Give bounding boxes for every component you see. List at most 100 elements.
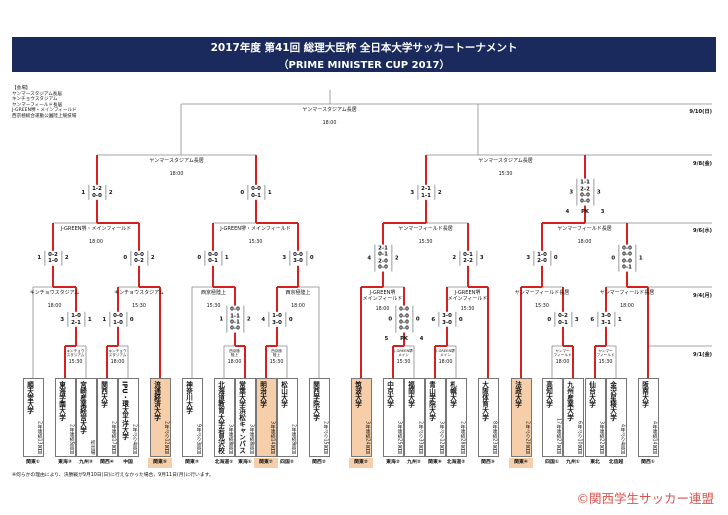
team-name: 流通経済大学 xyxy=(152,381,161,421)
venue-line: メインフィールド xyxy=(447,296,488,302)
match-time: 15:30 xyxy=(418,240,433,245)
team-region: 北信越 xyxy=(608,460,624,465)
team-name: 関西大学 xyxy=(99,381,108,408)
venue-line: スタジアム xyxy=(66,353,85,358)
match-time: 18:00 xyxy=(555,360,570,365)
half-score: 0-0 xyxy=(622,245,632,252)
score-right: 2 xyxy=(108,189,113,196)
team-record: 3年ぶり12回目 xyxy=(438,420,444,454)
team-name: 九州産業大学 xyxy=(565,381,574,421)
half-score: 0-1 xyxy=(463,251,473,258)
team-name: 青山学院大学 xyxy=(427,381,436,421)
match-venue: ヤンマーフィールド xyxy=(554,349,572,358)
team-region: 関西① xyxy=(641,460,655,465)
score-right: 0 xyxy=(288,316,293,323)
title-banner: 2017年度 第41回 総理大臣杯 全日本大学サッカートーナメント （PRIME… xyxy=(12,37,716,72)
match-venue: 西京極陸上 xyxy=(229,349,240,358)
team-record: 6年ぶり10回目 xyxy=(576,420,582,454)
venue-line: 陸上 xyxy=(272,353,281,358)
team-region: 関東② xyxy=(349,458,373,468)
half-score: 2-2 xyxy=(463,258,473,265)
team-name: 仙台大学 xyxy=(587,381,596,408)
venue-line: キンチョウ xyxy=(108,349,127,353)
score-right: 3 xyxy=(596,189,601,196)
half-score: 1-1 xyxy=(230,313,240,320)
score-left: 3 xyxy=(410,189,415,196)
team-record: 3年連続24回目 xyxy=(364,420,370,454)
venue-line: フィールド xyxy=(553,353,572,358)
half-score: 0-0 xyxy=(251,186,261,193)
venue-line: キンチョウ xyxy=(66,349,85,353)
match-venue: J-GREEN堺メインフィールド xyxy=(363,290,403,302)
match-time: 15:30 xyxy=(498,172,513,177)
venue-line: ヤンマースタジアム長居 xyxy=(302,107,357,113)
half-score: 3-0 xyxy=(272,319,282,326)
team-region: 東海③ xyxy=(58,460,72,465)
match-venue: ヤンマーフィールド xyxy=(597,349,615,358)
team-region: 九州③ xyxy=(79,460,93,465)
team-region: 九州② xyxy=(407,460,421,465)
venue-line: J-GREEN堺・メインフィールド xyxy=(220,226,291,232)
half-score: 0-0 xyxy=(230,325,240,332)
venue-line: 陸上 xyxy=(230,353,239,358)
venue-line: キンチョウスタジアム xyxy=(29,290,80,296)
venue-line: メイン xyxy=(398,353,409,358)
match-venue: J-GREEN堺メイン xyxy=(436,349,454,358)
half-score: 0-0 xyxy=(399,307,409,314)
venue-line: ヤンマーフィールド長居 xyxy=(557,226,612,232)
match-time: 18:00 xyxy=(291,304,305,309)
match-time: 15:30 xyxy=(206,304,221,309)
team-name: 関西学院大学 xyxy=(311,381,320,421)
score-right: 0 xyxy=(458,316,463,323)
match-venue: J-GREEN堺・メインフィールド xyxy=(220,226,290,232)
score-right: 1 xyxy=(87,316,92,323)
half-score: 0-0 xyxy=(378,264,388,271)
match-venue: ヤンマースタジアム長居 xyxy=(478,158,532,164)
half-score: 3-0 xyxy=(442,319,452,326)
half-score: 1-0 xyxy=(71,313,81,320)
half-score: 0-0 xyxy=(92,192,102,199)
match-venue: ヤンマースタジアム長居 xyxy=(302,107,356,113)
team-record: 2年ぶり12回目 xyxy=(163,420,169,454)
venue-line: ヤンマーフィールド長居 xyxy=(398,226,453,232)
date-final: 9/10(日) xyxy=(689,109,712,115)
pk-value: 4 xyxy=(565,209,570,215)
venue-line: ヤンマー xyxy=(598,349,613,353)
half-score: 1-1 xyxy=(580,179,590,186)
score-right: 3 xyxy=(479,255,484,262)
team-record: 4年連続14回目 xyxy=(651,420,657,454)
half-score: 2-1 xyxy=(71,319,81,326)
team-record: 2年連続9回目 xyxy=(290,423,296,454)
match-time: 18:00 xyxy=(47,304,62,309)
team-record: 17年連続27回目 xyxy=(555,417,561,454)
score-left: 0 xyxy=(197,255,202,262)
score-left: 0 xyxy=(388,316,393,323)
half-score: 0-0 xyxy=(622,251,632,258)
half-score: 1-2 xyxy=(92,186,102,193)
score-left: 0 xyxy=(240,189,245,196)
team-region: 北海道② xyxy=(446,460,466,465)
venue-line: メインフィールド xyxy=(362,296,403,302)
half-score: 0-0 xyxy=(399,319,409,326)
match-time: 15:30 xyxy=(535,304,549,309)
venue-line: ヤンマーフィールド長居 xyxy=(514,290,570,296)
match-time: 18:00 xyxy=(438,360,453,365)
